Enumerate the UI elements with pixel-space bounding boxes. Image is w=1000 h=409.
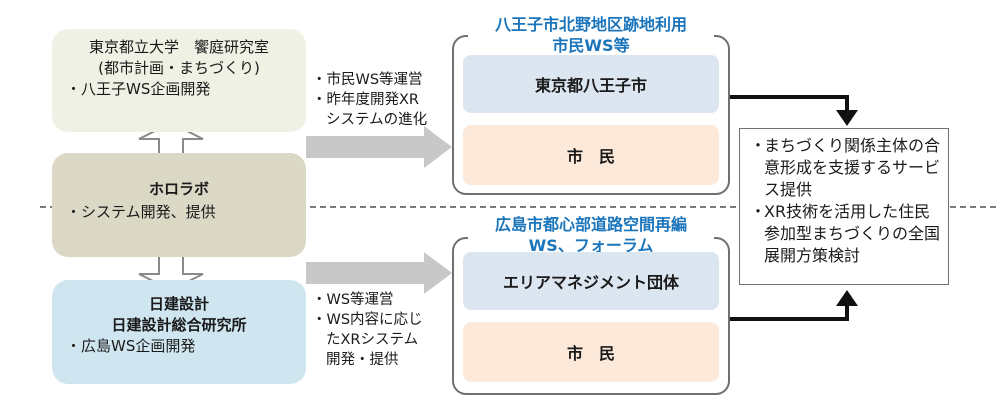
outcome-box: ・まちづくり関係主体の合意形成を支援するサービス提供 ・XR技術を活用した住民参… — [739, 128, 949, 285]
hiroshima-title-line2: WS、フォーラム — [528, 236, 654, 255]
hiroshima-title-line1: 広島市都心部道路空間再編 — [494, 215, 687, 234]
outcome-item-1: ・まちづくり関係主体の合意形成を支援するサービス提供 — [750, 136, 941, 199]
hachioji-title-line1: 八王子市北野地区跡地利用 — [494, 15, 687, 34]
hachioji-group-title: 八王子市北野地区跡地利用 市民WS等 — [468, 14, 714, 56]
university-name: 東京都立大学 饗庭研究室 — [88, 38, 269, 56]
horolab-title: ホロラボ — [148, 180, 209, 198]
lower-activity-notes: WS等運営 WS内容に応じ たXRシステム 開発・提供 — [312, 290, 423, 370]
hachioji-citizens-box: 市 民 — [463, 125, 719, 185]
outcome-item-2-text: XR技術を活用した住民参加型まちづくりの全国展開方策検討 — [764, 202, 941, 265]
nikken-name: 日建設計 — [148, 295, 209, 313]
outcome-item-1-text: まちづくり関係主体の合意形成を支援するサービス提供 — [764, 136, 941, 199]
university-box: 東京都立大学 饗庭研究室 (都市計画・まちづくり) 八王子WS企画開発 — [52, 29, 306, 132]
hachioji-title-line2: 市民WS等 — [552, 36, 630, 55]
arrow-right-lower-icon — [306, 252, 452, 294]
lower-note-2: WS内容に応じ — [312, 310, 423, 330]
lower-note-2-cont2: 開発・提供 — [326, 352, 399, 368]
upper-activity-notes: 市民WS等運営 昨年度開発XR システムの進化 — [312, 70, 427, 130]
upper-note-1: 市民WS等運営 — [312, 70, 427, 90]
outcome-item-2: ・XR技術を活用した住民参加型まちづくりの全国展開方策検討 — [750, 202, 941, 265]
horolab-box: ホロラボ システム開発、提供 — [52, 153, 306, 257]
horolab-task: システム開発、提供 — [66, 202, 292, 223]
university-field: (都市計画・まちづくり) — [98, 59, 260, 77]
lower-note-2-cont: たXRシステム — [326, 332, 419, 348]
upper-note-2: 昨年度開発XR — [312, 90, 427, 110]
upper-note-2-cont: システムの進化 — [326, 112, 428, 128]
university-task: 八王子WS企画開発 — [66, 79, 292, 100]
hiroshima-citizens-box: 市 民 — [463, 322, 719, 382]
lower-note-1: WS等運営 — [312, 290, 423, 310]
nikken-task: 広島WS企画開発 — [66, 336, 292, 357]
hachioji-city-box: 東京都八王子市 — [463, 55, 719, 113]
nikken-box: 日建設計 日建設計総合研究所 広島WS企画開発 — [52, 280, 306, 384]
area-management-box: エリアマネジメント団体 — [463, 252, 719, 310]
nikken-institute: 日建設計総合研究所 — [111, 316, 247, 334]
arrow-right-upper-icon — [306, 126, 452, 168]
hiroshima-group-title: 広島市都心部道路空間再編 WS、フォーラム — [468, 214, 714, 256]
